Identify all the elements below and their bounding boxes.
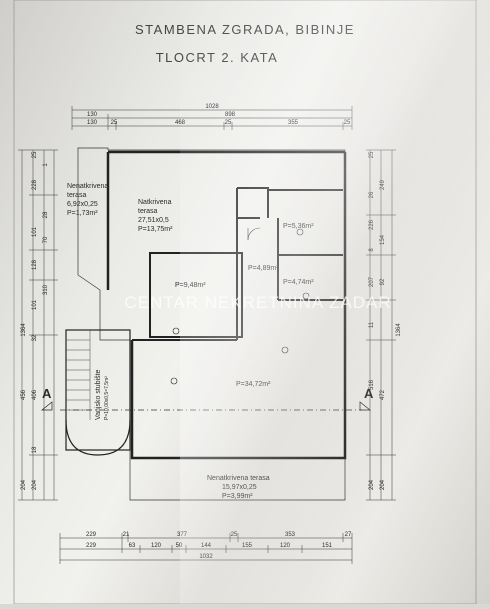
dim-right-6: 472 <box>380 389 386 400</box>
stairs-label: Vanjsko stubište <box>95 369 102 420</box>
drawing-title: STAMBENA ZGRADA, BIBINJE <box>135 22 355 37</box>
dim-bottom-1-1: 21 <box>123 532 130 538</box>
dim-left-inner-1: 28 <box>43 211 49 218</box>
dim-bottom-2-0: 229 <box>86 543 97 549</box>
dim-top-3e: 355 <box>288 120 299 126</box>
dim-left-5: 32 <box>32 334 38 341</box>
dim-left-8: 18 <box>32 446 38 453</box>
dim-right-1: 226 <box>369 219 375 230</box>
right-dimensions <box>366 149 396 501</box>
section-line <box>41 401 371 411</box>
dim-right-5: 516 <box>369 379 375 390</box>
dim-right-3: 207 <box>369 276 375 287</box>
dim-bottom-1-4: 353 <box>285 532 296 538</box>
interior-walls <box>132 187 343 341</box>
dim-bottom-1-5: 27 <box>345 532 352 538</box>
dim-top-3f: 25 <box>344 120 351 126</box>
dim-bottom-1-0: 229 <box>86 532 97 538</box>
section-label-right: A <box>364 386 374 401</box>
dim-left-3: 128 <box>32 259 38 270</box>
dim-right-4: 92 <box>380 278 386 285</box>
dim-right-inner-0: 25 <box>369 151 375 158</box>
dim-top-total: 1028 <box>205 104 219 110</box>
terrace-outline <box>77 147 346 501</box>
terrace-left-dims: 6,92x0,25 <box>67 201 98 208</box>
bottom-dimensions <box>59 533 353 564</box>
dim-left-10: 204 <box>32 479 38 490</box>
dim-bottom-1-3: 25 <box>231 532 238 538</box>
dim-bottom-2-4: 144 <box>201 543 212 549</box>
dim-right-8: 204 <box>380 479 386 490</box>
dim-right-inner-1: 26 <box>369 191 375 198</box>
dim-left-9: 204 <box>21 479 27 490</box>
dim-bottom-2-1: 63 <box>129 543 136 549</box>
room-a-area: P=9,48m² <box>175 282 206 289</box>
drawing-subtitle: TLOCRT 2. KATA <box>156 50 279 65</box>
dim-top-3c: 468 <box>175 120 186 126</box>
dim-right-2: 154 <box>380 234 386 245</box>
dim-left-inner-3: 310 <box>43 284 49 295</box>
dim-right-total: 1364 <box>396 323 402 337</box>
covered-terrace-dims: 27,51x0,5 <box>138 217 169 224</box>
dim-left-1: 228 <box>32 179 38 190</box>
dim-left-0: 25 <box>32 151 38 158</box>
stairs-dims: P=10,00x0,5=7,5m² <box>104 376 110 420</box>
dim-right-0: 249 <box>380 179 386 190</box>
dim-top-3d: 25 <box>225 120 232 126</box>
covered-terrace-area: P=13,75m² <box>138 226 173 233</box>
dim-bottom-1-2: 377 <box>177 532 188 538</box>
dim-left-inner-2: 70 <box>43 236 49 243</box>
left-dimensions <box>18 149 58 501</box>
dim-right-inner-4: 11 <box>369 321 375 328</box>
dim-top-2b: 898 <box>225 112 236 118</box>
level-markers <box>170 228 310 385</box>
watermark: CENTAR NEKRETNINA ZADAR <box>124 293 391 312</box>
dim-left-6: 456 <box>21 389 27 400</box>
dim-bottom-2-6: 120 <box>280 543 291 549</box>
dim-bottom-2-5: 155 <box>242 543 253 549</box>
dim-left-7: 406 <box>32 389 38 400</box>
dim-left-total: 1364 <box>21 323 27 337</box>
covered-terrace-label: Natkrivena <box>138 199 172 206</box>
dim-bottom-total: 1032 <box>199 554 213 560</box>
terrace-bottom-area: P=3,99m² <box>222 493 253 500</box>
dim-right-7: 204 <box>369 479 375 490</box>
terrace-bottom-label: Nenatkrivena terasa <box>207 475 270 482</box>
dim-top-2a: 130 <box>87 112 98 118</box>
section-label-left: A <box>42 386 52 401</box>
dim-left-4: 101 <box>32 299 38 310</box>
hall-area: P=4,89m² <box>248 265 279 272</box>
room-b-area: P=4,74m² <box>283 279 314 286</box>
door-arc <box>247 227 261 241</box>
dim-bottom-2-2: 120 <box>151 543 162 549</box>
dim-right-inner-2: 8 <box>369 248 375 252</box>
terrace-left-label: Nenatkrivena <box>67 183 108 190</box>
exterior-walls <box>106 150 347 460</box>
terrace-left-label2: terasa <box>67 192 87 199</box>
bath-area: P=5,36m² <box>283 223 314 230</box>
top-dimensions <box>71 106 353 130</box>
window-marks <box>148 151 304 459</box>
dim-top-3a: 130 <box>87 120 98 126</box>
covered-terrace-label2: terasa <box>138 208 158 215</box>
dim-left-2: 101 <box>32 226 38 237</box>
dim-bottom-2-3: 50 <box>176 543 183 549</box>
dim-bottom-2-7: 151 <box>322 543 333 549</box>
dim-top-3b: 25 <box>111 120 118 126</box>
living-area: P=34,72m² <box>236 381 271 388</box>
terrace-bottom-dims: 15,97x0,25 <box>222 484 257 491</box>
dim-left-inner-0: 1 <box>43 163 49 167</box>
terrace-left-area: P=1,73m² <box>67 210 98 217</box>
